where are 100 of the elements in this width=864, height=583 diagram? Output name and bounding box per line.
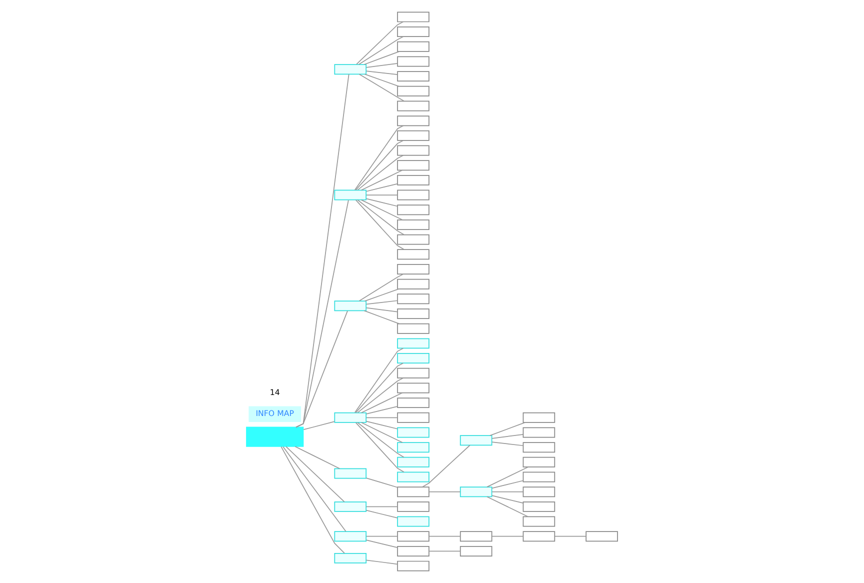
node-box: [397, 516, 430, 527]
node-box: [334, 501, 367, 512]
connector: [355, 200, 404, 250]
node-box: [522, 472, 556, 482]
node-box: [397, 219, 430, 230]
node-box: [397, 546, 430, 556]
node-box: [397, 353, 430, 364]
node-box: [397, 398, 430, 408]
connector: [366, 198, 398, 207]
connector: [492, 480, 524, 489]
connector: [428, 536, 461, 537]
connector: [366, 70, 398, 76]
connector: [358, 74, 404, 102]
connector: [296, 200, 349, 428]
node-box: [397, 486, 430, 498]
connector: [303, 421, 335, 430]
connector: [364, 288, 400, 302]
node-box: [460, 546, 492, 556]
connector: [366, 540, 398, 548]
connector: [492, 495, 524, 504]
connector: [492, 491, 524, 492]
node-box: [522, 501, 556, 512]
connector: [366, 417, 398, 418]
node-box: [522, 442, 556, 453]
connector: [366, 506, 398, 508]
node-box: [397, 382, 430, 394]
connector: [366, 478, 398, 488]
node-box: [397, 234, 430, 245]
node-box: [397, 456, 430, 468]
connector: [366, 420, 398, 430]
connector: [364, 74, 400, 87]
connector: [294, 446, 340, 470]
connector: [355, 140, 404, 190]
connector: [492, 442, 524, 446]
node-box: [246, 426, 304, 447]
connector: [360, 200, 403, 220]
node-box: [397, 427, 430, 438]
node-box: [397, 190, 430, 200]
connector: [296, 74, 350, 428]
connector: [358, 36, 404, 65]
node-box: [397, 160, 430, 171]
connector: [280, 446, 345, 554]
node-box: [397, 41, 430, 52]
node-box: [334, 468, 367, 479]
node-box: [397, 472, 430, 482]
node-box: [334, 64, 367, 75]
node-box: [460, 486, 492, 498]
connector: [286, 446, 345, 502]
node-box: [522, 531, 556, 542]
connector: [296, 310, 348, 428]
connector: [366, 62, 398, 68]
node-box: [397, 71, 430, 82]
node-box: [397, 26, 430, 38]
node-box: [522, 427, 556, 438]
connector: [357, 378, 404, 413]
node-box: [397, 368, 430, 378]
connector: [364, 310, 400, 324]
node-box: [397, 294, 430, 304]
node-box: [522, 456, 556, 468]
connector: [366, 536, 398, 537]
connector: [357, 154, 404, 190]
node-box: [397, 12, 430, 22]
node-box: [397, 308, 430, 319]
node-box: [397, 100, 430, 112]
connector: [366, 510, 398, 518]
node-box: [522, 516, 556, 527]
node-box: [397, 501, 430, 512]
node-box: [397, 412, 430, 423]
node-box: [397, 278, 430, 290]
node-box: [334, 300, 367, 312]
node-box: [397, 249, 430, 260]
node-box: [397, 130, 430, 141]
connector: [360, 170, 403, 191]
connector: [366, 307, 398, 312]
connector: [360, 392, 403, 414]
connector: [366, 183, 398, 192]
connector: [354, 125, 404, 190]
connector: [360, 422, 403, 443]
connector: [358, 274, 404, 302]
connector: [486, 496, 529, 518]
node-box: [397, 204, 430, 216]
label: INFO MAP: [256, 409, 294, 418]
node-box: [397, 323, 430, 334]
connector: [357, 422, 404, 458]
node-box: [586, 531, 618, 542]
connector: [492, 434, 524, 439]
node-box: [397, 531, 430, 542]
node-box: [397, 560, 430, 572]
node-box: [397, 264, 430, 274]
connector: [366, 194, 398, 196]
connector: [366, 300, 398, 305]
node-box: [397, 338, 430, 349]
node-box: [460, 435, 492, 446]
node-box: [522, 486, 556, 498]
connector: [355, 362, 404, 413]
connector: [554, 536, 586, 537]
node-box: [460, 531, 492, 542]
node-box: [397, 56, 430, 67]
connector: [354, 348, 404, 413]
node-box: [397, 442, 430, 453]
